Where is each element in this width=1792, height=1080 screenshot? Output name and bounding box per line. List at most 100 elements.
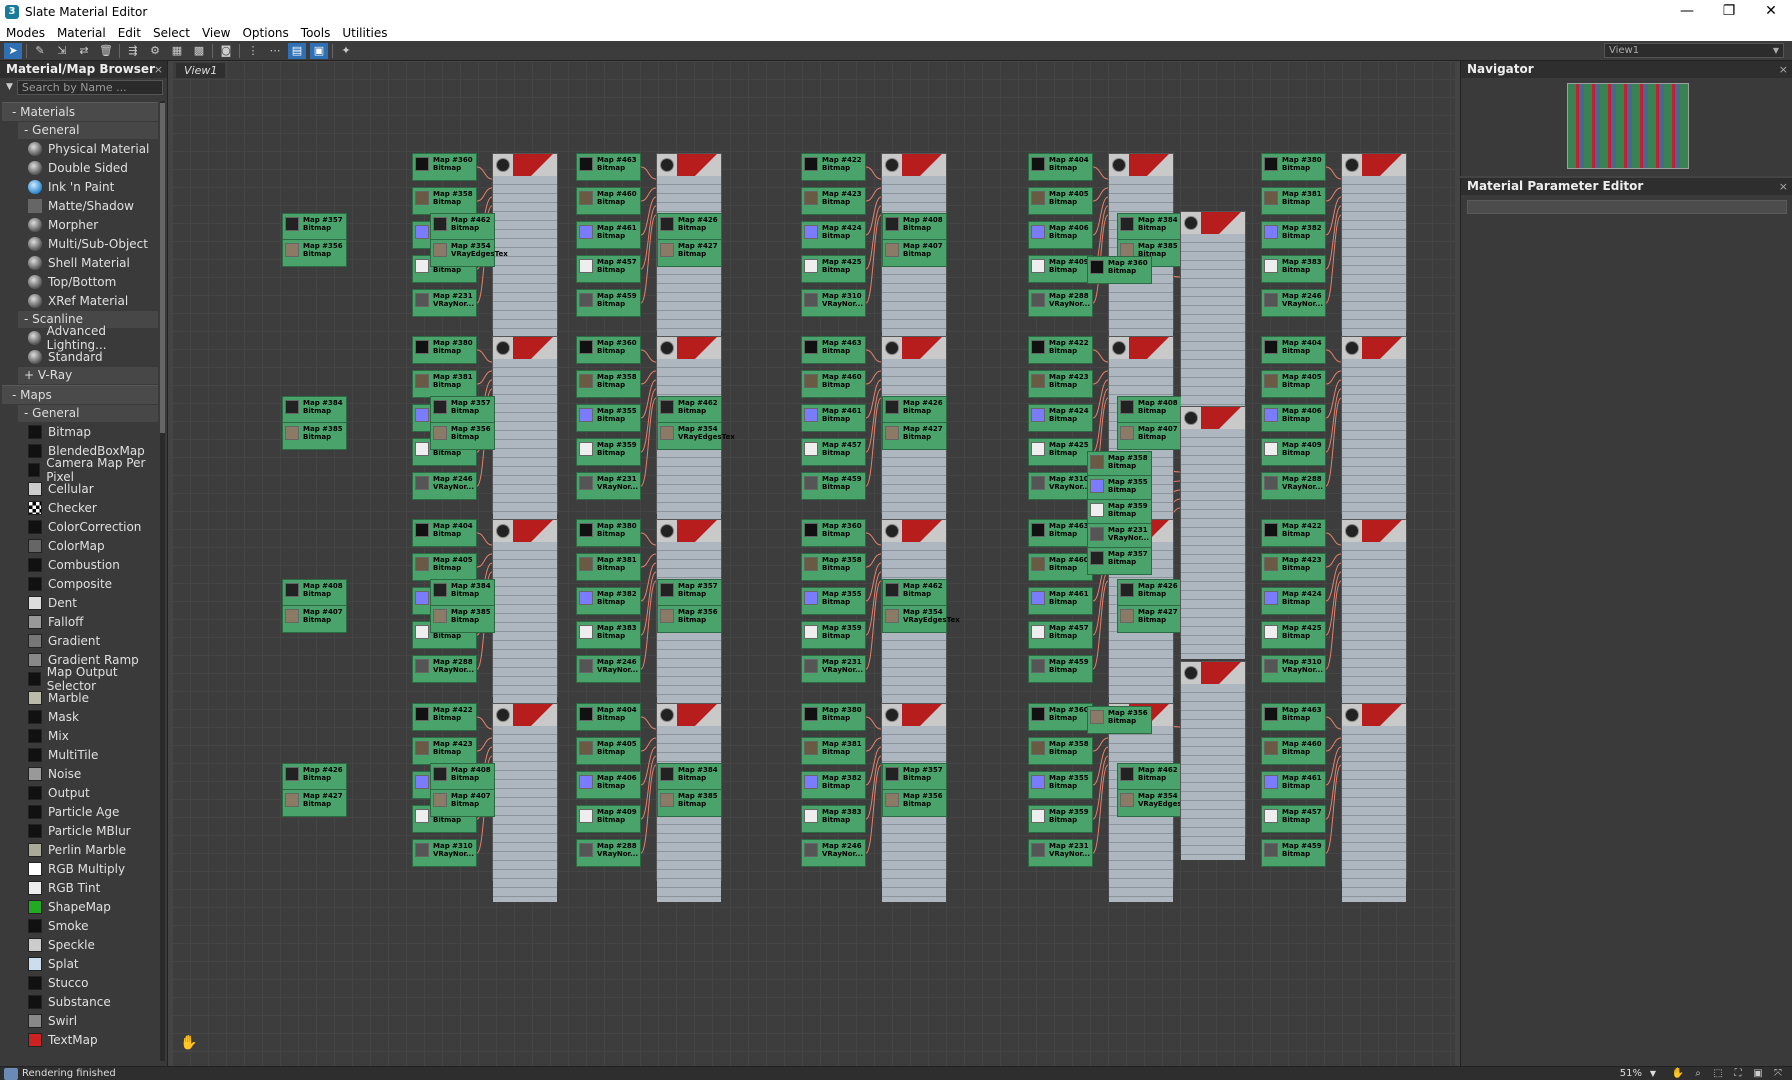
- menu-select[interactable]: Select: [152, 25, 190, 40]
- material-item[interactable]: Ink 'n Paint: [28, 178, 158, 196]
- map-item[interactable]: RGB Tint: [28, 879, 158, 897]
- zoom-level[interactable]: 51%: [1619, 1068, 1642, 1079]
- move-children-icon[interactable]: ⇶: [128, 44, 138, 57]
- view-tab[interactable]: View1: [176, 63, 226, 78]
- map-item[interactable]: Marble: [28, 689, 158, 707]
- section-maps[interactable]: - Maps: [2, 385, 158, 404]
- material-node[interactable]: [1341, 703, 1407, 902]
- material-item[interactable]: Top/Bottom: [28, 273, 158, 291]
- show-end-result-icon[interactable]: ◙: [220, 44, 232, 57]
- menu-tools[interactable]: Tools: [300, 25, 331, 40]
- map-item[interactable]: ColorCorrection: [28, 518, 158, 536]
- pick-material-icon[interactable]: ✎: [35, 44, 45, 57]
- show-background-icon[interactable]: ▩: [193, 44, 205, 57]
- group-general[interactable]: - General: [18, 122, 158, 139]
- menu-modes[interactable]: Modes: [6, 25, 45, 40]
- close-icon[interactable]: ×: [1778, 180, 1788, 193]
- map-item[interactable]: Camera Map Per Pixel: [28, 456, 158, 484]
- hide-unused-icon[interactable]: ⚙: [150, 44, 160, 57]
- select-by-material-icon[interactable]: ✦: [341, 44, 351, 57]
- map-item[interactable]: MultiTile: [28, 746, 158, 764]
- material-node[interactable]: [492, 519, 558, 718]
- browser-scrollbar[interactable]: [160, 101, 165, 1061]
- zoom-extents-selected-icon[interactable]: ▣: [1753, 1068, 1763, 1079]
- material-node[interactable]: [1180, 661, 1246, 860]
- delete-icon[interactable]: 🗑: [99, 44, 113, 57]
- group-maps-general[interactable]: - General: [18, 405, 158, 422]
- material-item[interactable]: XRef Material: [28, 292, 158, 310]
- close-button[interactable]: ✕: [1765, 3, 1777, 19]
- material-node[interactable]: [1180, 211, 1246, 410]
- layout-children-icon[interactable]: ⋯: [269, 44, 281, 57]
- zoom-icon[interactable]: ⌕: [1695, 1068, 1701, 1079]
- map-item[interactable]: Noise: [28, 765, 158, 783]
- map-item[interactable]: Particle Age: [28, 803, 158, 821]
- material-item[interactable]: Shell Material: [28, 254, 158, 272]
- material-item[interactable]: Physical Material: [28, 140, 158, 158]
- menu-options[interactable]: Options: [242, 25, 289, 40]
- map-item[interactable]: Output: [28, 784, 158, 802]
- material-item[interactable]: Advanced Lighting...: [28, 324, 158, 352]
- restore-button[interactable]: ❐: [1722, 3, 1736, 19]
- pan-hand-icon[interactable]: ✋: [180, 1035, 198, 1051]
- map-item[interactable]: Falloff: [28, 613, 158, 631]
